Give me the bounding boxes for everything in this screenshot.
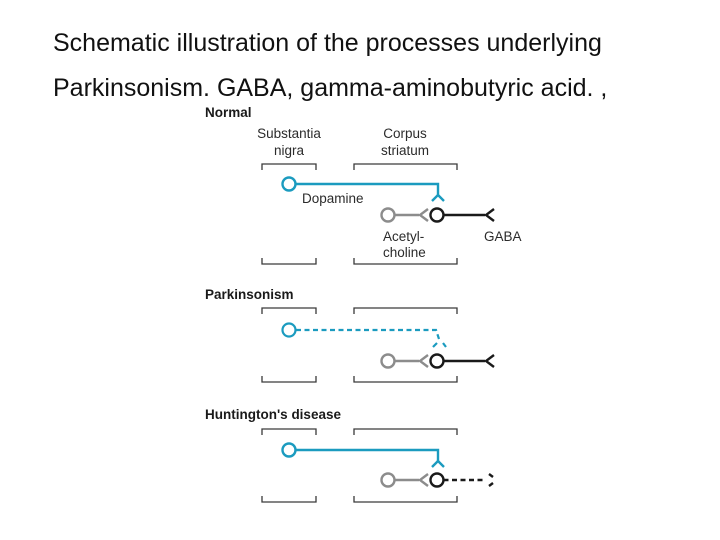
acetylcholine-label-1: Acetyl- bbox=[383, 229, 424, 244]
dopamine-neuron-body bbox=[281, 322, 297, 338]
panel-title-huntington: Huntington's disease bbox=[205, 407, 341, 422]
corpus-striatum-label-2: striatum bbox=[381, 143, 429, 158]
corpus-striatum-label-1: Corpus bbox=[383, 126, 427, 141]
panel-parkinsonism: Parkinsonism bbox=[205, 287, 495, 383]
substantia-nigra-label-1: Substantia bbox=[257, 126, 321, 141]
gaba-neuron-body bbox=[429, 472, 445, 488]
dopamine-label: Dopamine bbox=[302, 191, 364, 206]
acetylcholine-terminal bbox=[418, 208, 429, 222]
gaba-label: GABA bbox=[484, 229, 522, 244]
dopamine-axon-degenerated bbox=[296, 328, 442, 343]
caption-line-2: Parkinsonism. GABA, gamma-aminobutyric a… bbox=[53, 74, 608, 102]
bracket-cs-top bbox=[353, 428, 458, 435]
dopamine-neuron-body bbox=[281, 442, 297, 458]
bracket-sn-top bbox=[261, 163, 317, 170]
acetylcholine-terminal bbox=[418, 473, 429, 487]
region-brackets-parkinsonism bbox=[261, 307, 458, 383]
bracket-sn-bottom bbox=[261, 496, 317, 503]
gaba-terminal bbox=[484, 354, 495, 368]
acetylcholine-neuron-body bbox=[380, 472, 396, 488]
bracket-sn-top bbox=[261, 307, 317, 314]
substantia-nigra-label-2: nigra bbox=[274, 143, 305, 158]
gaba-neuron-body bbox=[429, 207, 445, 223]
panel-huntington: Huntington's disease bbox=[205, 407, 494, 503]
acetylcholine-terminal bbox=[418, 354, 429, 368]
gaba-neuron-body bbox=[429, 353, 445, 369]
panel-title-parkinsonism: Parkinsonism bbox=[205, 287, 294, 302]
bracket-cs-bottom bbox=[353, 496, 458, 503]
acetylcholine-neuron-body bbox=[380, 353, 396, 369]
bracket-sn-bottom bbox=[261, 258, 317, 265]
dopamine-terminal-degenerated bbox=[432, 342, 447, 348]
region-brackets-normal bbox=[261, 163, 458, 265]
acetylcholine-label-2: choline bbox=[383, 245, 426, 260]
panel-normal: Normal Substantia nigra Corpus striatum … bbox=[205, 105, 522, 265]
acetylcholine-neuron-body bbox=[380, 207, 396, 223]
bracket-cs-top bbox=[353, 307, 458, 314]
bracket-cs-bottom bbox=[353, 376, 458, 383]
bracket-sn-bottom bbox=[261, 376, 317, 383]
dopamine-terminal bbox=[431, 459, 445, 468]
gaba-terminal bbox=[484, 208, 495, 222]
bracket-cs-top bbox=[353, 163, 458, 170]
dopamine-neuron-body bbox=[281, 176, 297, 192]
dopamine-axon bbox=[296, 448, 440, 461]
bracket-cs-bottom bbox=[353, 258, 458, 265]
bracket-sn-top bbox=[261, 428, 317, 435]
gaba-terminal-degenerated bbox=[488, 473, 494, 487]
panel-title-normal: Normal bbox=[205, 105, 252, 120]
dopamine-axon bbox=[296, 182, 440, 195]
dopamine-terminal bbox=[431, 193, 445, 202]
region-brackets-huntington bbox=[261, 428, 458, 503]
caption-line-1: Schematic illustration of the processes … bbox=[53, 29, 602, 57]
